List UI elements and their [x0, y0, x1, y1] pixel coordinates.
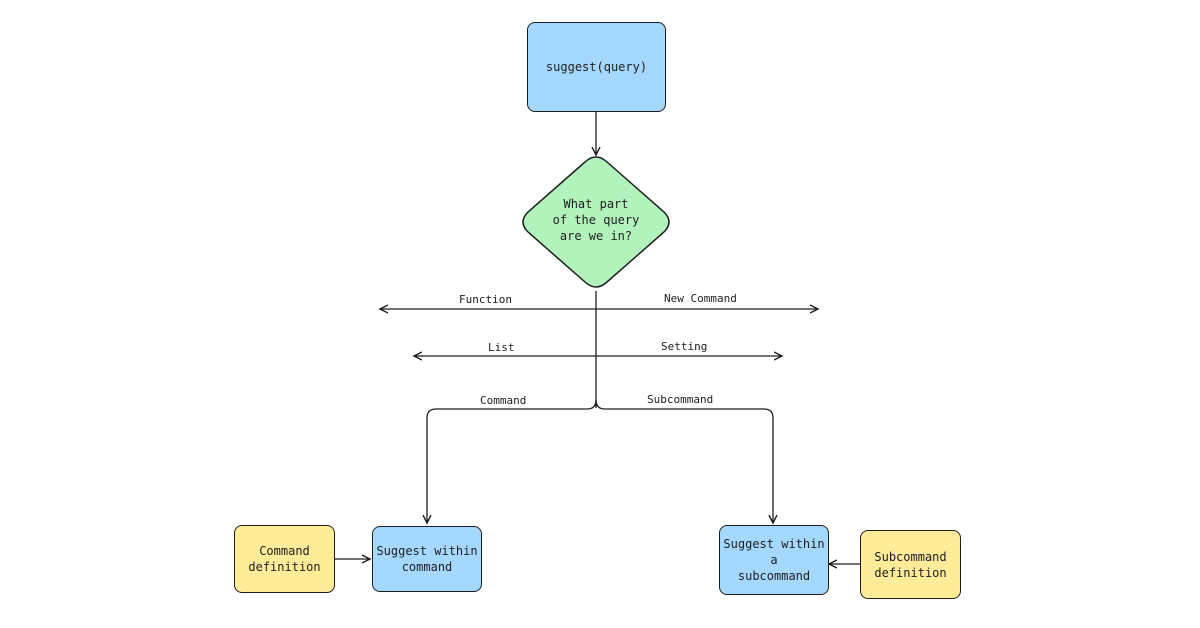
label-command: Command — [480, 394, 527, 407]
edge-command — [427, 399, 597, 523]
label-function: Function — [459, 293, 512, 306]
decision-diamond — [522, 156, 670, 288]
node-subcommand-definition: Subcommand definition — [860, 530, 961, 599]
edge-subcommand — [595, 399, 773, 523]
node-suggest-within-command: Suggest within command — [372, 526, 482, 592]
node-suggest-query: suggest(query) — [527, 22, 666, 112]
node-command-definition: Command definition — [234, 525, 335, 593]
label-list: List — [488, 341, 515, 354]
label-subcommand: Subcommand — [647, 393, 714, 406]
node-decision-label: What part of the query are we in? — [552, 197, 640, 243]
node-suggest-within-subcommand: Suggest within a subcommand — [719, 525, 829, 595]
label-new-command: New Command — [664, 292, 737, 305]
label-setting: Setting — [661, 340, 708, 353]
